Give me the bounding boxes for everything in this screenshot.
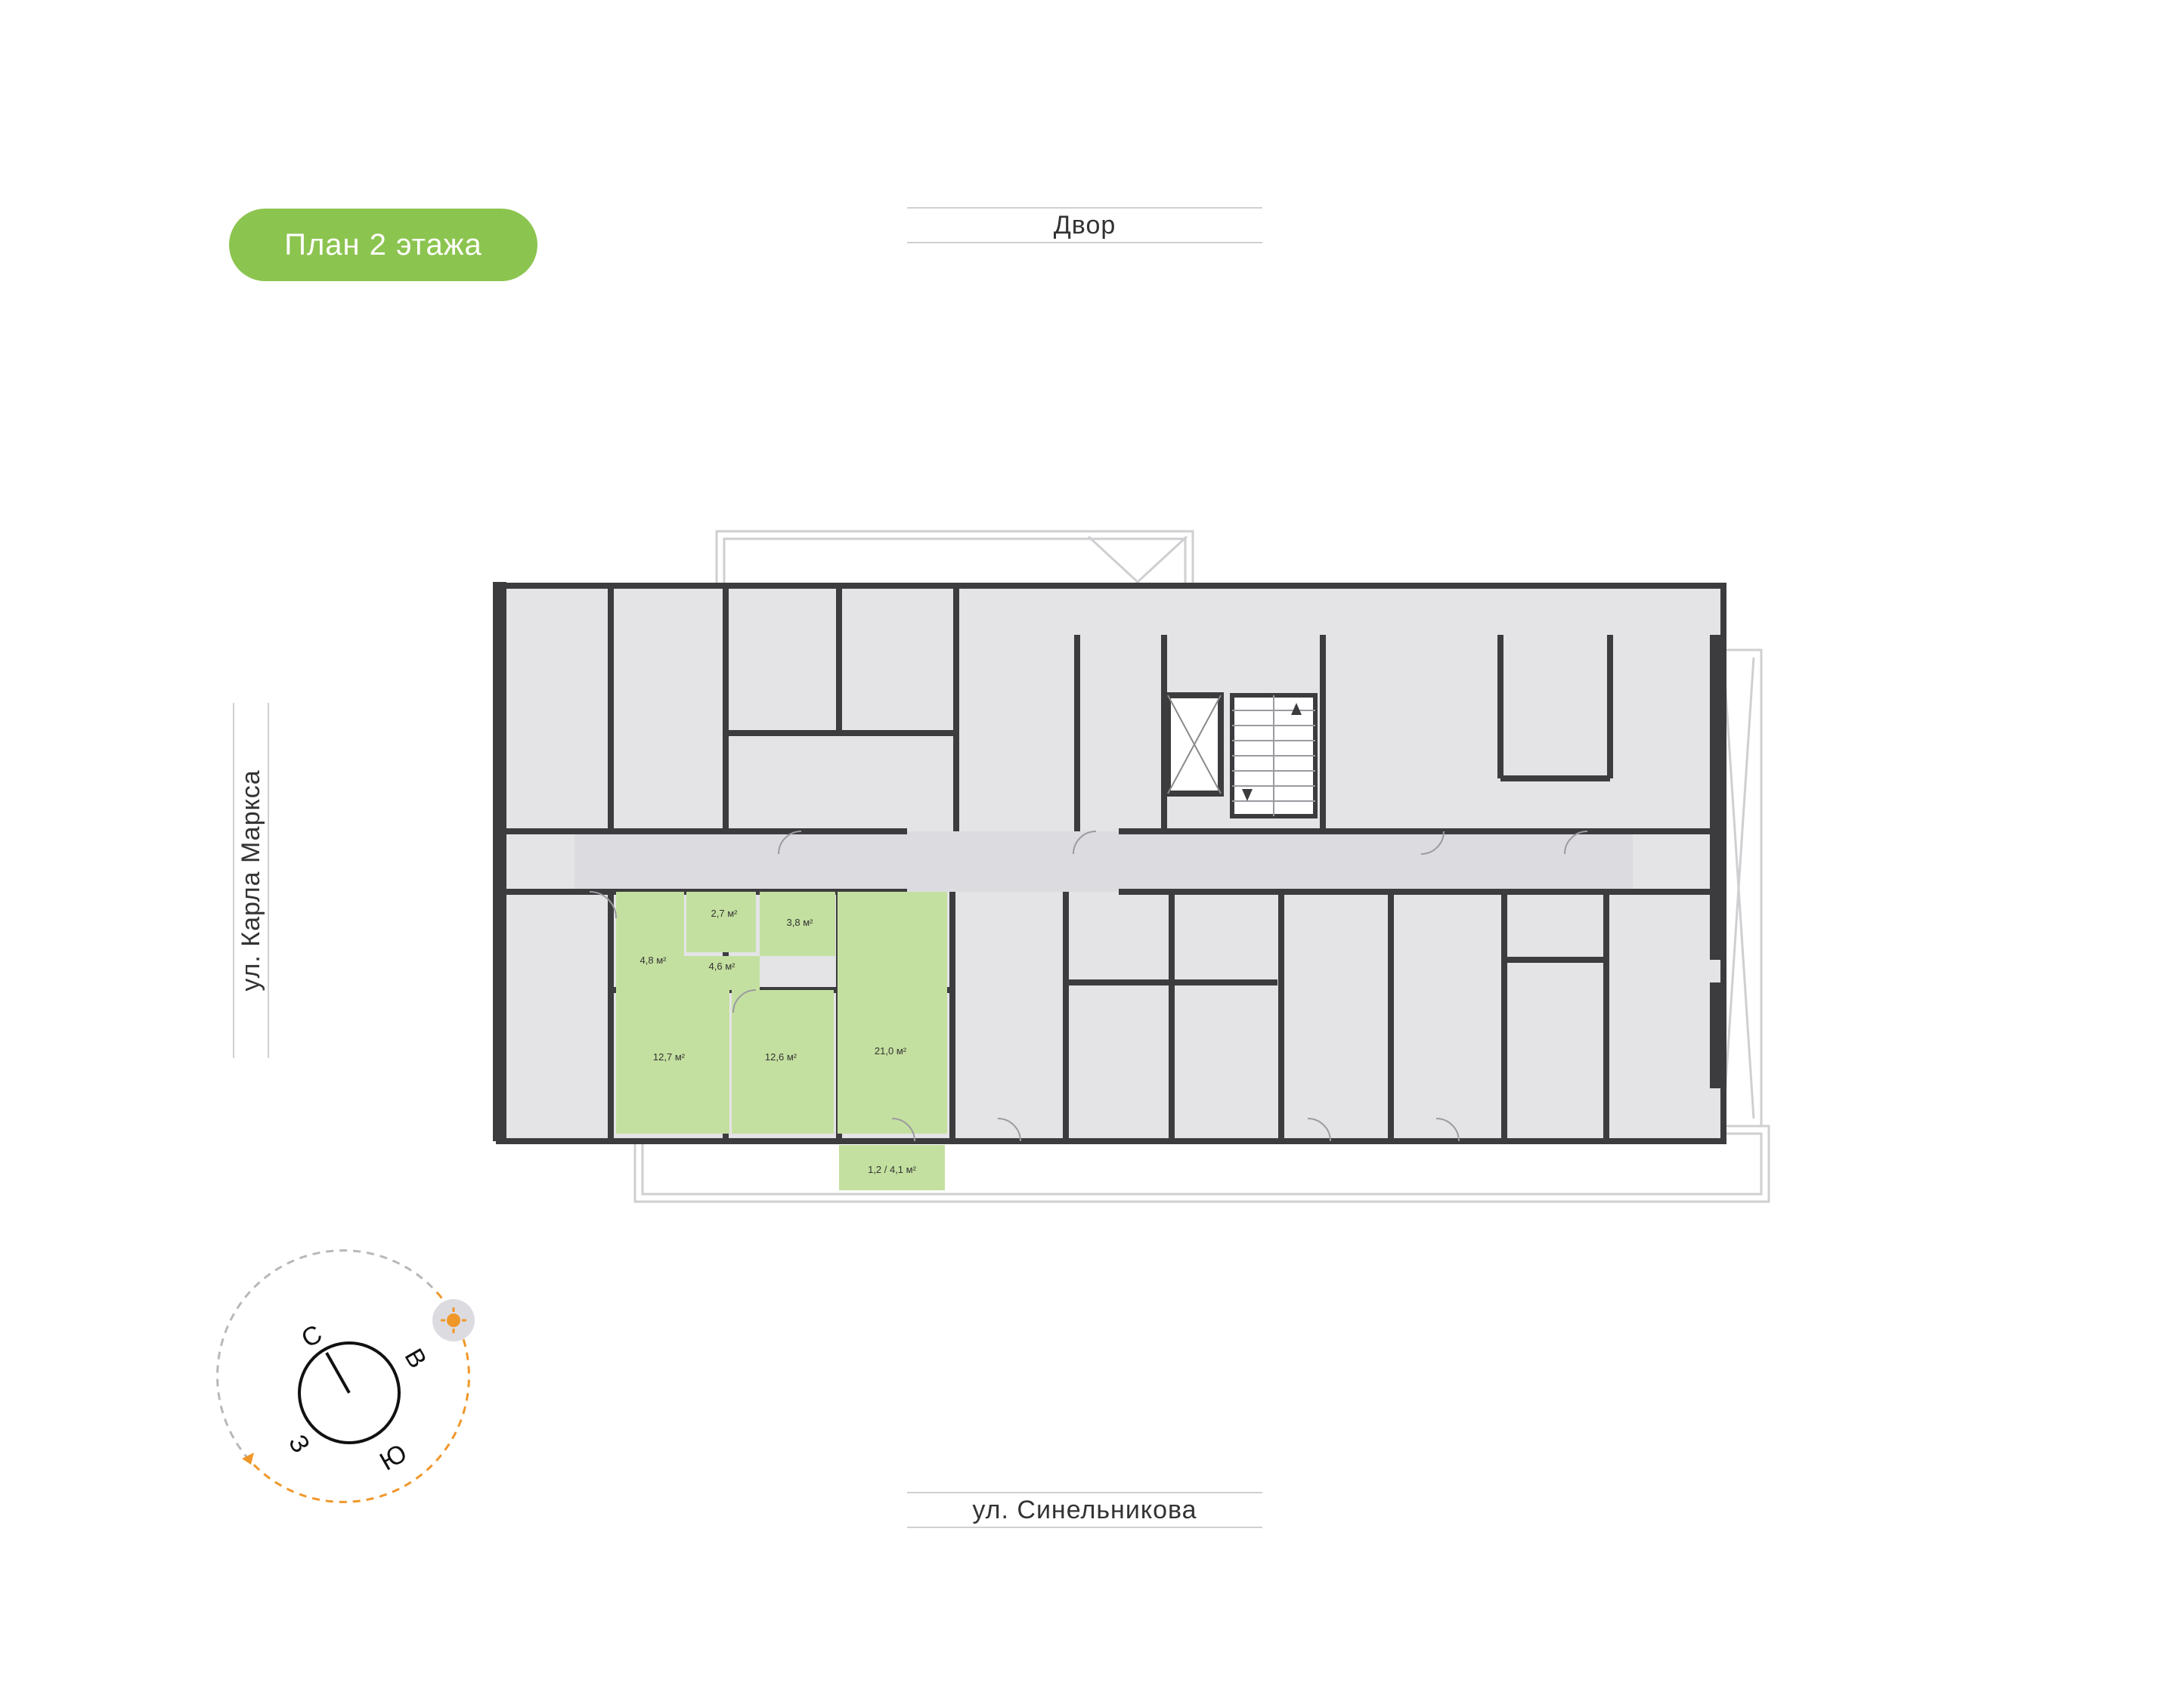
street-label-bottom: ул. Синельникова bbox=[907, 1492, 1262, 1528]
floor-title-badge[interactable]: План 2 этажа bbox=[229, 209, 537, 281]
compass-north: С bbox=[296, 1320, 327, 1354]
stair-core bbox=[1165, 692, 1318, 818]
area-label-balcony: 1,2 / 4,1 м² bbox=[868, 1164, 917, 1175]
compass: С В Ю З bbox=[216, 1249, 475, 1503]
facade-pillars bbox=[493, 582, 1723, 1141]
area-label-living: 21,0 м² bbox=[875, 1045, 907, 1057]
street-label-top: Двор bbox=[907, 207, 1262, 243]
arrow-icon bbox=[242, 1453, 254, 1465]
highlighted-apartment[interactable] bbox=[616, 892, 947, 1190]
door-swings bbox=[589, 831, 1588, 1142]
arrow-icon bbox=[1291, 703, 1302, 715]
floor-title: План 2 этажа bbox=[284, 227, 482, 261]
area-label-storage: 3,8 м² bbox=[787, 917, 814, 928]
area-label-bath2: 4,8 м² bbox=[640, 955, 667, 966]
area-label-hall: 4,6 м² bbox=[709, 961, 736, 972]
compass-south: Ю bbox=[375, 1438, 412, 1476]
compass-needle-icon bbox=[325, 1352, 351, 1394]
arrow-icon bbox=[1242, 789, 1253, 801]
area-label-bedroom1: 12,7 м² bbox=[653, 1051, 686, 1063]
street-top-text: Двор bbox=[1053, 210, 1116, 240]
area-label-bathroom: 2,7 м² bbox=[711, 908, 739, 919]
corridor bbox=[574, 831, 1633, 892]
street-bottom-text: ул. Синельникова bbox=[972, 1495, 1197, 1524]
compass-east: В bbox=[398, 1344, 432, 1373]
area-label-bedroom2: 12,6 м² bbox=[765, 1051, 797, 1063]
compass-west: З bbox=[283, 1430, 315, 1458]
